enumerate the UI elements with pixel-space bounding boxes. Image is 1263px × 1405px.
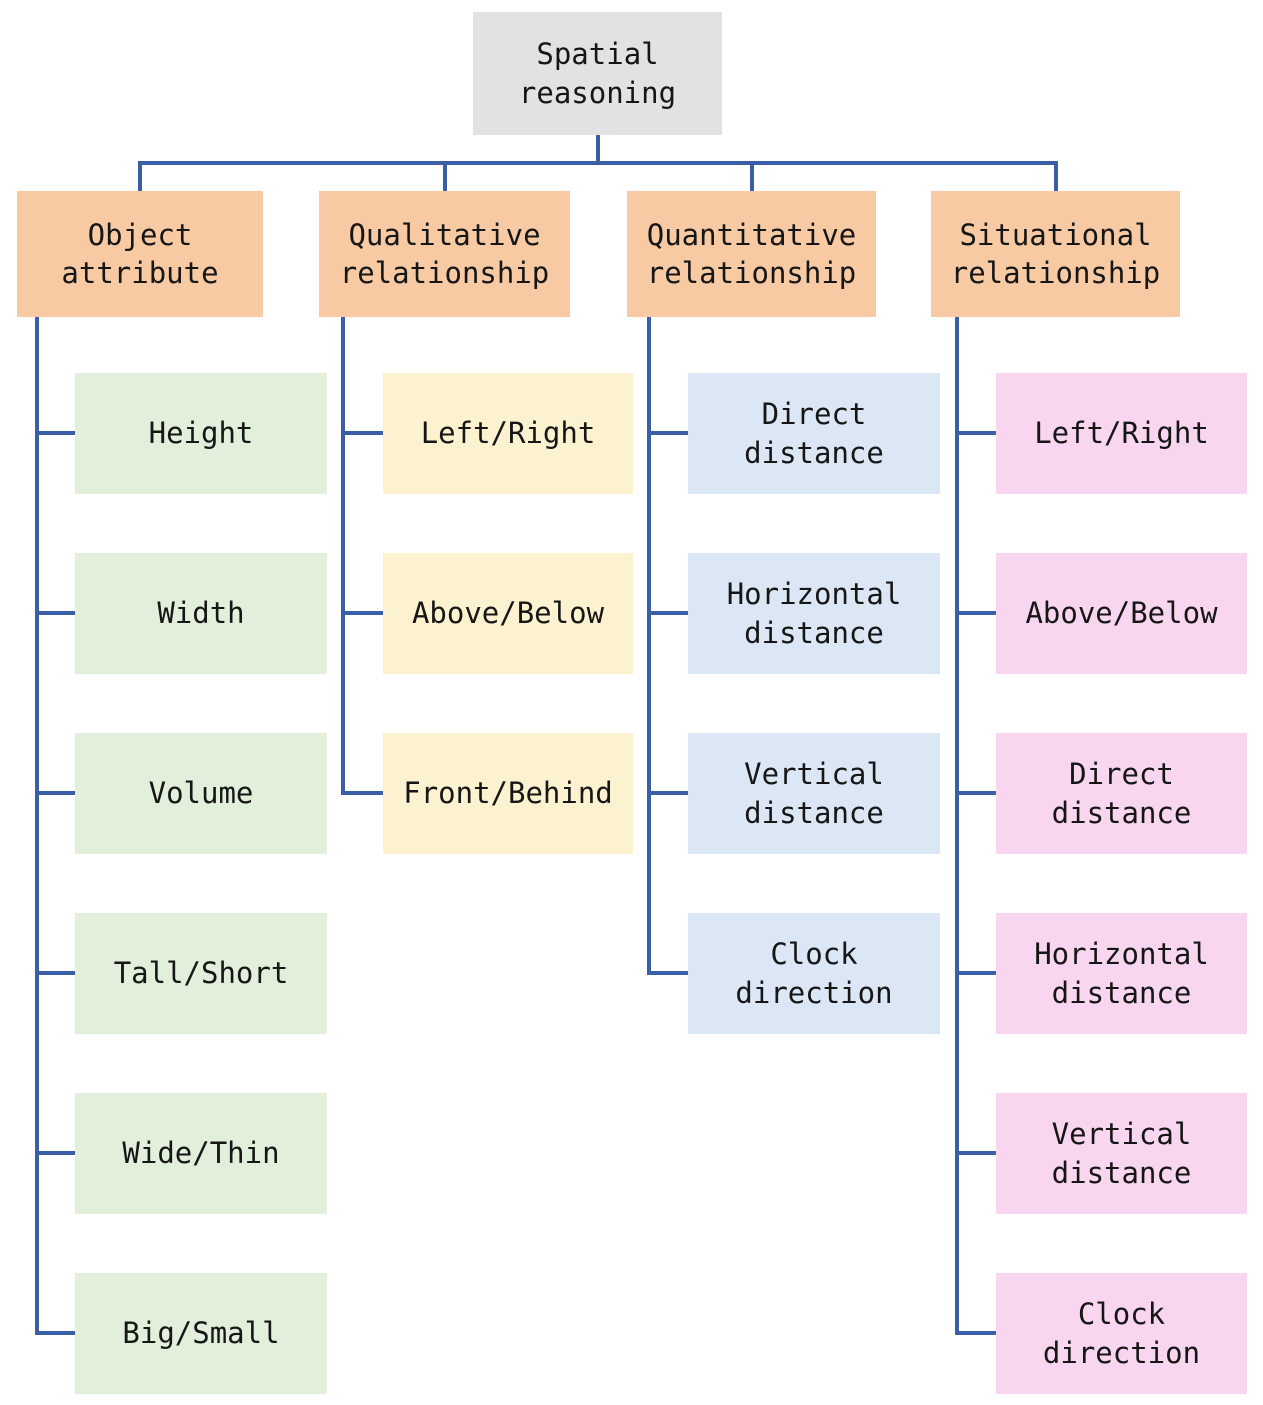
connector-line	[647, 317, 651, 975]
connector-line	[955, 1151, 996, 1155]
child-node-height: Height	[75, 373, 327, 494]
child-node-tall-short: Tall/Short	[75, 913, 327, 1034]
connector-line	[596, 135, 600, 165]
connector-line	[647, 971, 688, 975]
connector-line	[647, 611, 688, 615]
child-node-volume: Volume	[75, 733, 327, 854]
connector-line	[35, 971, 75, 975]
child-node-clock-direction: Clock direction	[688, 913, 940, 1034]
category-node-object-attribute: Object attribute	[17, 191, 263, 317]
child-node-front-behind: Front/Behind	[383, 733, 633, 854]
child-node-above-below: Above/Below	[383, 553, 633, 674]
child-node-above-below: Above/Below	[996, 553, 1247, 674]
child-node-width: Width	[75, 553, 327, 674]
connector-line	[1054, 161, 1058, 191]
connector-line	[647, 791, 688, 795]
child-node-left-right: Left/Right	[996, 373, 1247, 494]
category-node-qualitative-relationship: Qualitative relationship	[319, 191, 570, 317]
child-node-vertical-distance: Vertical distance	[996, 1093, 1247, 1214]
connector-line	[750, 161, 754, 191]
connector-line	[35, 431, 75, 435]
child-node-clock-direction: Clock direction	[996, 1273, 1247, 1394]
category-node-quantitative-relationship: Quantitative relationship	[627, 191, 876, 317]
connector-line	[955, 317, 959, 1335]
connector-line	[647, 431, 688, 435]
connector-line	[955, 431, 996, 435]
connector-line	[35, 317, 39, 1335]
child-node-direct-distance: Direct distance	[688, 373, 940, 494]
child-node-vertical-distance: Vertical distance	[688, 733, 940, 854]
connector-line	[341, 791, 383, 795]
connector-line	[35, 1151, 75, 1155]
connector-line	[138, 161, 1058, 165]
child-node-direct-distance: Direct distance	[996, 733, 1247, 854]
connector-line	[955, 1331, 996, 1335]
child-node-wide-thin: Wide/Thin	[75, 1093, 327, 1214]
child-node-horizontal-distance: Horizontal distance	[688, 553, 940, 674]
child-node-horizontal-distance: Horizontal distance	[996, 913, 1247, 1034]
connector-line	[443, 161, 447, 191]
connector-line	[35, 791, 75, 795]
connector-line	[35, 611, 75, 615]
child-node-left-right: Left/Right	[383, 373, 633, 494]
connector-line	[341, 317, 345, 795]
connector-line	[138, 161, 142, 191]
connector-line	[341, 611, 383, 615]
connector-line	[35, 1331, 75, 1335]
category-node-situational-relationship: Situational relationship	[931, 191, 1180, 317]
child-node-big-small: Big/Small	[75, 1273, 327, 1394]
connector-line	[955, 791, 996, 795]
connector-line	[341, 431, 383, 435]
connector-line	[955, 971, 996, 975]
root-node-spatial-reasoning: Spatial reasoning	[473, 12, 722, 135]
connector-line	[955, 611, 996, 615]
